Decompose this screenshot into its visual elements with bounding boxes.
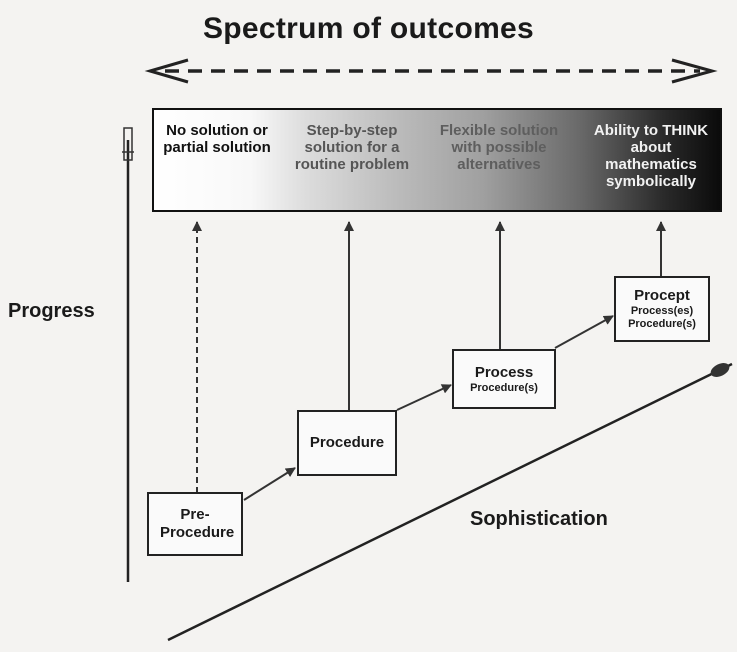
stage-pre-procedure-label: Pre-Procedure (160, 506, 235, 541)
diagram-title: Spectrum of outcomes (202, 12, 535, 45)
outcome-routine-solution: Step-by-step solution for a routine prob… (294, 122, 410, 173)
stage-procept-detail-2: Procedure(s) (628, 318, 696, 330)
arrow-pre-to-procedure (243, 467, 296, 501)
progress-axis (122, 127, 134, 582)
outcome-no-solution: No solution or partial solution (163, 122, 271, 156)
spectrum-arrow (144, 58, 718, 84)
arrow-process-to-procept (554, 315, 614, 349)
outcome-think-symbolically: Ability to THINK about mathematics symbo… (593, 122, 709, 190)
stage-procept-label: Procept (634, 287, 690, 304)
stage-pre-procedure: Pre-Procedure (147, 492, 243, 556)
sophistication-label: Sophistication (470, 508, 608, 530)
outcome-flexible-solution: Flexible solution with possible alternat… (439, 122, 559, 173)
stage-procedure: Procedure (297, 410, 397, 476)
arrow-procedure-to-process (396, 384, 452, 411)
outcome-spectrum-bar: No solution or partial solution Step-by-… (152, 108, 722, 212)
stage-process-label: Process (474, 363, 534, 381)
stage-process: Process Procedure(s) (452, 349, 556, 409)
stage-procept: Procept Process(es) Procedure(s) (614, 276, 710, 342)
progress-label: Progress (8, 300, 95, 322)
stage-process-detail-1: Procedure(s) (470, 381, 538, 394)
stage-procedure-label: Procedure (309, 434, 385, 451)
stage-procept-detail-1: Process(es) (630, 305, 694, 317)
sophistication-axis (167, 362, 733, 642)
